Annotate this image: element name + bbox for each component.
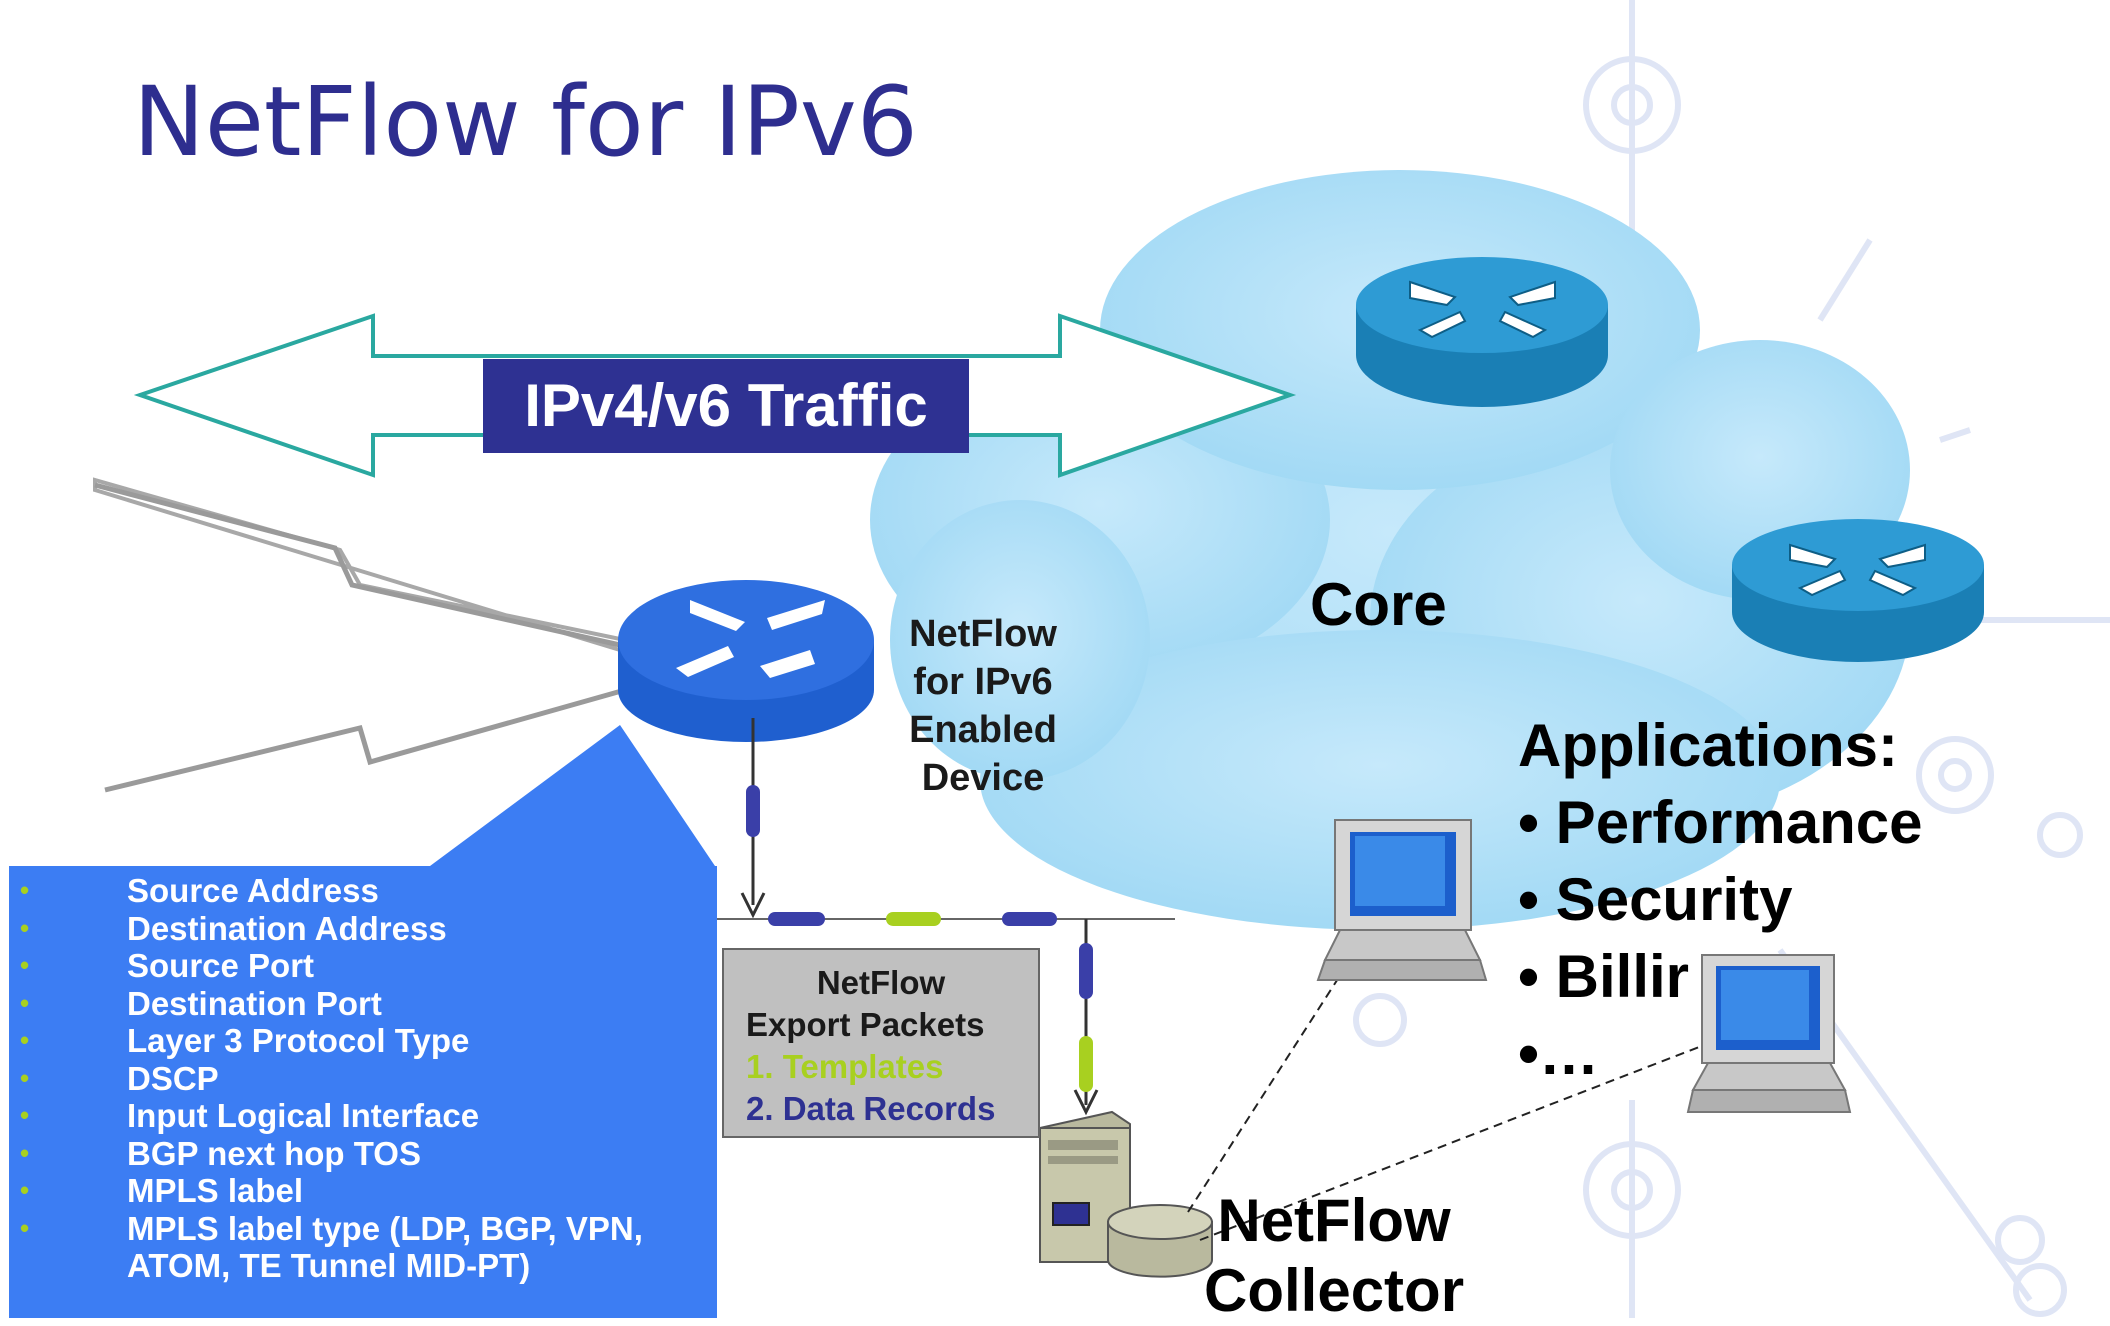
application-item: • Performance	[1518, 789, 1923, 856]
export-packets-title: NetFlow	[816, 964, 946, 1001]
application-item: • Billir	[1518, 943, 1690, 1010]
bullet-icon: •	[20, 1137, 30, 1168]
collector-links	[1187, 959, 1713, 1241]
device-label: NetFlow for IPv6 Enabled Device	[893, 610, 1073, 802]
flow-field-item: •Destination Address	[20, 909, 447, 947]
flow-field-item: •Source Port	[20, 947, 315, 984]
bullet-icon: •	[20, 1062, 30, 1093]
flow-field-item-continuation: ATOM, TE Tunnel MID-PT)	[127, 1247, 531, 1284]
device-label-line: Device	[921, 757, 1045, 799]
serial-links	[93, 477, 628, 793]
bullet-icon: •	[20, 875, 30, 905]
device-label-line: NetFlow	[909, 613, 1057, 655]
workstation-2	[1686, 954, 1852, 1113]
flow-field-item: •Input Logical Interface	[20, 1097, 480, 1134]
device-label-line: for IPv6	[913, 661, 1053, 703]
bullet-icon: •	[20, 1025, 30, 1055]
collector-server	[1039, 1110, 1213, 1278]
bullet-icon: •	[20, 950, 30, 980]
bullet-icon: •	[20, 912, 30, 943]
core-router-top	[1356, 257, 1608, 407]
collector-label: NetFlow Collector	[1204, 1186, 1464, 1326]
workstation-1	[1316, 819, 1488, 981]
core-cloud	[870, 170, 1910, 930]
device-label-line: Enabled	[909, 709, 1057, 751]
applications-list: Applications: • Performance • Security •…	[1518, 707, 1923, 1092]
bullet-icon: •	[20, 1175, 30, 1205]
router-callout	[430, 725, 715, 866]
flow-fields-list: •Source Address •Destination Address •So…	[20, 872, 643, 1285]
applications-heading: Applications:	[1518, 712, 1899, 779]
flow-field-item: •BGP next hop TOS	[20, 1134, 421, 1172]
flow-fields-panel	[9, 866, 717, 1318]
flow-field-item: •Destination Port	[20, 984, 382, 1022]
flow-field-item: •MPLS label type (LDP, BGP, VPN,	[20, 1209, 643, 1247]
flow-field-item: •Layer 3 Protocol Type	[20, 1022, 470, 1059]
core-label: Core	[1310, 571, 1447, 638]
bullet-icon: •	[20, 987, 30, 1018]
flow-field-item: •MPLS label	[20, 1172, 304, 1209]
export-path	[717, 718, 1175, 1116]
application-item: •…	[1518, 1020, 1600, 1087]
collector-label-line: Collector	[1204, 1257, 1465, 1324]
slide-title: NetFlow for IPv6	[133, 66, 918, 178]
netflow-edge-router	[618, 580, 874, 742]
application-item: • Security	[1518, 866, 1793, 933]
export-packets-box	[722, 948, 1040, 1138]
bullet-icon: •	[20, 1212, 30, 1243]
export-packets-subtitle: Export Packets	[746, 1006, 985, 1043]
export-record-templates: 1. Templates	[746, 1048, 944, 1085]
bullet-icon: •	[20, 1100, 30, 1130]
core-router-right	[1732, 519, 1984, 662]
traffic-label: IPv4/v6 Traffic	[483, 359, 969, 453]
collector-label-line: NetFlow	[1217, 1187, 1451, 1254]
flow-field-item: •Source Address	[20, 872, 379, 909]
export-record-data: 2. Data Records	[746, 1090, 996, 1127]
flow-field-item: •DSCP	[20, 1059, 219, 1097]
